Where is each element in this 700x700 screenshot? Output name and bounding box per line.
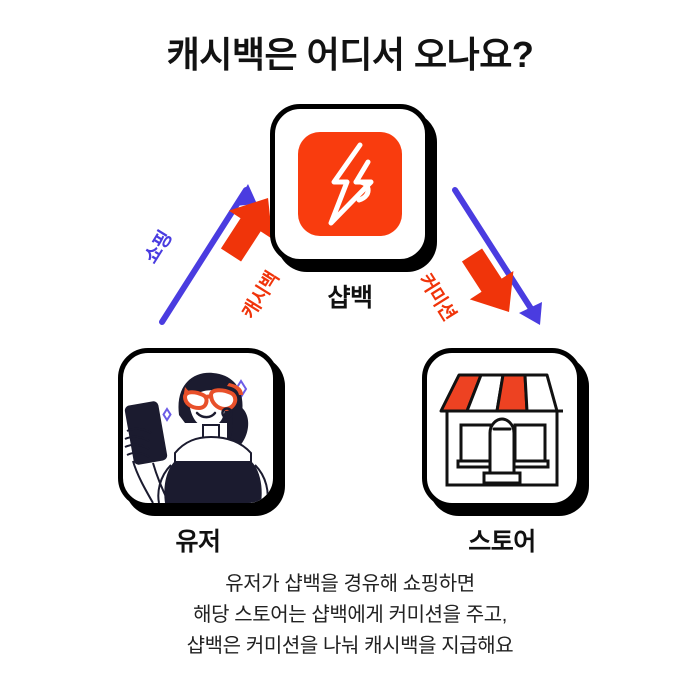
page-title: 캐시백은 어디서 오나요?: [166, 34, 534, 75]
caption-line-3: 샵백은 커미션을 나눠 캐시백을 지급해요: [186, 635, 514, 657]
node-user[interactable]: 유저: [118, 348, 278, 558]
node-store[interactable]: 스토어: [422, 348, 582, 558]
caption-line-2: 해당 스토어는 샵백에게 커미션을 주고,: [193, 604, 507, 626]
node-shopback[interactable]: 샵백: [270, 104, 430, 314]
node-user-card[interactable]: [118, 348, 278, 508]
caption-line-1: 유저가 샵백을 경유해 쇼핑하면: [225, 573, 475, 595]
arrow-commission: [461, 248, 514, 313]
node-shopback-card[interactable]: [270, 104, 430, 264]
storefront-illustration-icon: [439, 373, 563, 487]
node-user-label: 유저: [175, 528, 221, 556]
user-with-phone-illustration-icon: [124, 372, 269, 503]
node-store-card[interactable]: [422, 348, 582, 508]
node-store-label: 스토어: [468, 528, 536, 556]
caption: 유저가 샵백을 경유해 쇼핑하면 해당 스토어는 샵백에게 커미션을 주고, 샵…: [0, 569, 700, 662]
arrow-payout: [452, 187, 542, 325]
shopback-logo-tile: [298, 132, 402, 236]
shopback-lightning-logo-icon: [328, 142, 374, 226]
edge-label-shopping: 쇼핑: [140, 227, 177, 268]
node-shopback-label: 샵백: [327, 284, 373, 312]
